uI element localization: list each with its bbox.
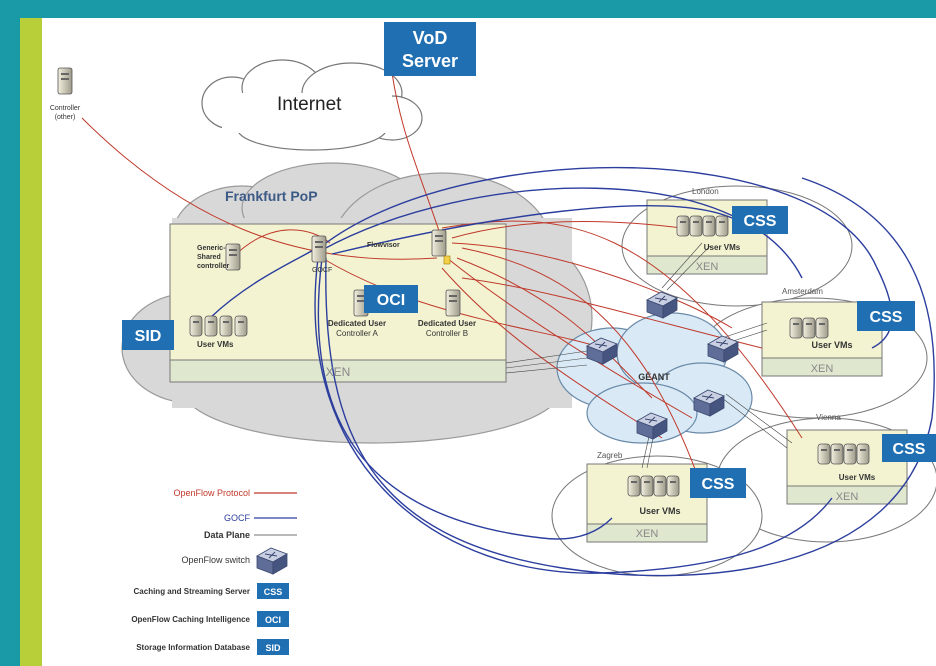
vienna-xen-label: XEN <box>836 491 859 503</box>
controller-b-label-1: Dedicated User <box>418 319 476 328</box>
controller-b-server-icon <box>445 289 461 317</box>
london-css-badge <box>732 206 788 234</box>
oci-badge <box>364 285 418 313</box>
network-diagram: VoD Server Internet Controller (other) F… <box>50 22 936 655</box>
flowvisor-marker <box>443 255 451 265</box>
frankfurt-pop-title: Frankfurt PoP <box>225 188 318 204</box>
vienna-user-vms-label: User VMs <box>839 473 876 482</box>
flowvisor-label: Flowvisor <box>367 242 400 249</box>
vod-server-label-1: VoD <box>413 28 448 48</box>
flowvisor-server-icon <box>431 229 447 257</box>
legend-openflow-protocol-label: OpenFlow Protocol <box>173 488 250 498</box>
legend-sid-badge-label: SID <box>265 643 281 653</box>
diagram-canvas: VoD Server Internet Controller (other) F… <box>42 18 936 666</box>
legend-oci-badge <box>257 611 289 627</box>
london-user-vms-label: User VMs <box>704 243 741 252</box>
controller-other-label-1: Controller <box>50 105 81 112</box>
top-frame-band <box>0 0 936 18</box>
controller-other-server-icon <box>57 67 73 95</box>
london-xen-label: XEN <box>696 261 719 273</box>
controller-b-label-2: Controller B <box>426 329 468 338</box>
legend-css-desc: Caching and Streaming Server <box>134 587 250 596</box>
amsterdam-user-vms-label: User VMs <box>811 340 852 350</box>
data-plane-lines <box>505 242 793 469</box>
legend-switch-icon <box>256 547 288 575</box>
legend-css-badge <box>257 583 289 599</box>
amsterdam-css-badge <box>857 301 915 331</box>
internet-label: Internet <box>277 94 342 115</box>
amsterdam-css-label: CSS <box>870 309 903 326</box>
legend-gocf-label: GOCF <box>224 513 251 523</box>
controller-a-label-1: Dedicated User <box>328 319 386 328</box>
zagreb-user-vms-label: User VMs <box>639 506 680 516</box>
london-css-label: CSS <box>744 213 777 230</box>
london-name: London <box>692 187 719 196</box>
gocf-label: GOCF <box>312 267 332 274</box>
left-accent-bar <box>20 18 42 666</box>
legend-sid-desc: Storage Information Database <box>136 643 250 652</box>
frankfurt-xen-label: XEN <box>326 365 351 379</box>
generic-controller-label-3: controller <box>197 263 230 270</box>
amsterdam-name: Amsterdam <box>782 287 823 296</box>
vienna-css-label: CSS <box>893 441 926 458</box>
legend-data-plane-label: Data Plane <box>204 530 250 540</box>
gocf-server-icon <box>311 235 327 263</box>
legend-css-badge-label: CSS <box>264 587 283 597</box>
sid-badge-label: SID <box>135 328 162 345</box>
legend-sid-badge <box>257 639 289 655</box>
controller-a-label-2: Controller A <box>336 329 378 338</box>
amsterdam-vm-icons <box>789 317 829 339</box>
vienna-name: Vienna <box>816 413 841 422</box>
amsterdam-box <box>761 301 883 377</box>
legend-oci-badge-label: OCI <box>265 615 281 625</box>
controller-other-label-2: (other) <box>55 114 76 121</box>
generic-controller-label-1: Generic- <box>197 245 226 252</box>
zagreb-xen-label: XEN <box>636 528 659 540</box>
sid-badge <box>122 320 174 350</box>
legend-openflow-switch-label: OpenFlow switch <box>181 555 250 565</box>
vod-server-label-2: Server <box>402 51 458 71</box>
oci-badge-label: OCI <box>377 292 405 309</box>
frankfurt-xen-band <box>169 359 507 383</box>
generic-controller-label-2: Shared <box>197 254 221 261</box>
zagreb-css-badge <box>690 468 746 498</box>
internet-cloud <box>201 59 423 151</box>
vienna-css-badge <box>882 434 936 462</box>
amsterdam-xen-label: XEN <box>811 363 834 375</box>
frankfurt-user-vms-label: User VMs <box>197 340 234 349</box>
vod-server-box <box>384 22 476 76</box>
zagreb-css-label: CSS <box>702 476 735 493</box>
geant-label: GÉANT <box>638 372 670 382</box>
legend-oci-desc: OpenFlow Caching Intelligence <box>131 615 250 624</box>
legend: OpenFlow Protocol GOCF Data Plane OpenFl… <box>131 488 297 655</box>
zagreb-name: Zagreb <box>597 451 623 460</box>
